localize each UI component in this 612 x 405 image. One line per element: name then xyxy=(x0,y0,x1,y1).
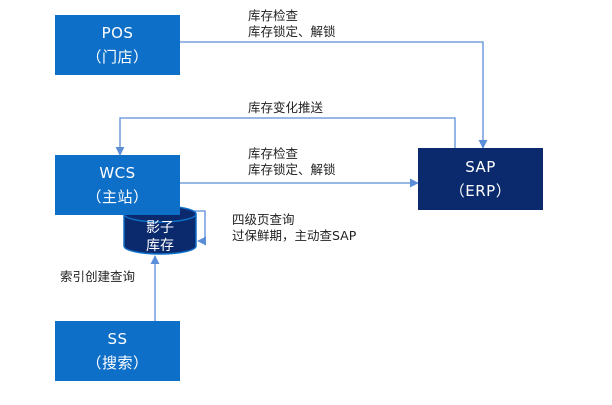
ss-node[interactable]: SS （搜索） xyxy=(55,321,180,381)
pos-node[interactable]: POS （门店） xyxy=(55,15,180,75)
edge-label-pos-sap-line2: 库存锁定、解锁 xyxy=(248,24,336,39)
shadow-inventory-label: 影子 库存 xyxy=(124,219,196,255)
arrow-sap-to-wcs xyxy=(115,117,456,156)
sap-node-subtitle: （ERP） xyxy=(449,182,512,200)
sap-node[interactable]: SAP （ERP） xyxy=(418,148,543,210)
edge-label-pos-sap-line1: 库存检查 xyxy=(248,8,299,23)
shadow-inventory-line1: 影子 xyxy=(146,220,174,236)
edge-label-shadow-self-line2: 过保鲜期，主动查SAP xyxy=(232,228,357,243)
edge-label-sap-wcs-line1: 库存变化推送 xyxy=(248,100,324,115)
edge-label-pos-sap: 库存检查 库存锁定、解锁 xyxy=(248,8,336,40)
edge-label-wcs-sap: 库存检查 库存锁定、解锁 xyxy=(248,146,336,178)
edge-label-ss-shadow: 索引创建查询 xyxy=(60,269,135,285)
wcs-node-subtitle: （主站） xyxy=(86,188,149,206)
shadow-inventory-line2: 库存 xyxy=(146,238,174,254)
sap-node-title: SAP xyxy=(465,158,496,176)
edge-label-ss-shadow-line1: 索引创建查询 xyxy=(60,269,136,284)
wcs-node-title: WCS xyxy=(99,164,136,182)
edge-label-shadow-self-line1: 四级页查询 xyxy=(232,212,295,227)
pos-node-title: POS xyxy=(101,24,134,42)
edge-label-wcs-sap-line2: 库存锁定、解锁 xyxy=(248,162,336,177)
edge-label-wcs-sap-line1: 库存检查 xyxy=(248,146,299,161)
ss-node-title: SS xyxy=(107,330,128,348)
pos-node-subtitle: （门店） xyxy=(86,48,149,66)
ss-node-subtitle: （搜索） xyxy=(86,354,149,372)
arrow-pos-to-sap xyxy=(180,41,488,149)
edge-label-sap-wcs: 库存变化推送 xyxy=(248,100,323,116)
wcs-node[interactable]: WCS （主站） xyxy=(55,155,180,215)
edge-label-shadow-self: 四级页查询 过保鲜期，主动查SAP xyxy=(232,212,356,244)
